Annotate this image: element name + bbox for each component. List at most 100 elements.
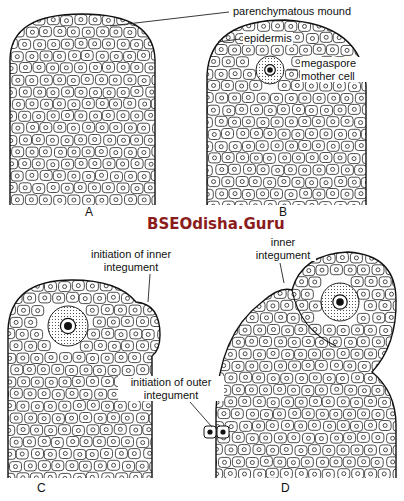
- cell: [103, 39, 115, 49]
- ovule-outline: [207, 20, 366, 205]
- cell-nucleus: [98, 296, 102, 300]
- cell: [107, 292, 119, 302]
- cell: [123, 461, 135, 471]
- cell-nucleus: [156, 30, 160, 34]
- cell-nucleus: [129, 174, 133, 178]
- cell: [336, 253, 348, 263]
- cell: [226, 253, 238, 263]
- cell: [260, 265, 272, 275]
- cell: [74, 473, 86, 483]
- cell: [195, 153, 207, 163]
- cell-nucleus: [199, 156, 203, 160]
- cell: [19, 183, 31, 193]
- cell-nucleus: [15, 368, 19, 372]
- cell: [103, 88, 115, 98]
- cell: [83, 122, 95, 132]
- cell: [86, 305, 98, 315]
- cell: [312, 141, 324, 151]
- cell-nucleus: [3, 150, 7, 154]
- cell: [245, 385, 257, 395]
- cell: [358, 457, 370, 467]
- cell-nucleus: [93, 18, 97, 22]
- cell: [271, 189, 283, 199]
- cell: [240, 301, 252, 311]
- cell: [94, 461, 106, 471]
- cell-nucleus: [265, 316, 269, 320]
- cell-nucleus: [319, 244, 323, 248]
- cell: [54, 122, 66, 132]
- cell: [225, 373, 237, 383]
- cell-nucleus: [389, 364, 393, 368]
- cell-nucleus: [352, 180, 356, 184]
- cell: [394, 349, 404, 359]
- cell: [124, 123, 136, 133]
- cell-nucleus: [244, 304, 248, 308]
- cell: [201, 20, 213, 30]
- cell: [303, 433, 315, 443]
- cell-nucleus: [324, 132, 328, 136]
- cell-nucleus: [250, 316, 254, 320]
- cell-nucleus: [312, 448, 316, 452]
- cell-nucleus: [142, 5, 146, 9]
- cell: [209, 153, 221, 163]
- cell: [124, 3, 136, 13]
- cell: [151, 317, 163, 327]
- cell-nucleus: [35, 357, 39, 361]
- cell-nucleus: [316, 120, 320, 124]
- cell: [341, 165, 353, 175]
- cell: [208, 177, 220, 187]
- cell-nucleus: [1, 78, 5, 82]
- cell-nucleus: [14, 320, 18, 324]
- cell: [322, 397, 334, 407]
- cell: [378, 469, 390, 479]
- cell-nucleus: [304, 191, 308, 195]
- cell: [257, 165, 269, 175]
- cell: [264, 201, 276, 211]
- cell: [110, 3, 122, 13]
- cell: [225, 445, 237, 455]
- cell: [138, 195, 150, 205]
- cell: [117, 159, 129, 169]
- cell: [146, 87, 158, 97]
- cell: [359, 241, 371, 251]
- cell: [273, 409, 285, 419]
- cell: [218, 265, 230, 275]
- cell: [44, 472, 56, 482]
- cell-nucleus: [239, 204, 243, 208]
- cell-nucleus: [147, 428, 151, 432]
- cell-nucleus: [100, 198, 104, 202]
- cell-nucleus: [208, 268, 212, 272]
- cell-nucleus: [362, 389, 366, 393]
- cell-nucleus: [142, 175, 146, 179]
- cell: [102, 183, 114, 193]
- cell: [10, 317, 22, 327]
- cell-nucleus: [94, 66, 98, 70]
- cell: [281, 300, 293, 310]
- cell: [257, 93, 269, 103]
- cell: [20, 15, 32, 25]
- cell: [379, 373, 391, 383]
- cell-nucleus: [222, 340, 226, 344]
- cell-nucleus: [128, 78, 132, 82]
- cell: [17, 353, 29, 363]
- cell-nucleus: [1, 393, 5, 397]
- cell-nucleus: [324, 181, 328, 185]
- cell-nucleus: [155, 53, 159, 57]
- cell: [250, 80, 262, 90]
- cell-nucleus: [227, 109, 231, 113]
- cell-nucleus: [248, 167, 252, 171]
- cell-nucleus: [37, 115, 41, 119]
- cell-nucleus: [125, 319, 129, 323]
- cell: [87, 376, 99, 386]
- cell-nucleus: [250, 461, 254, 465]
- cell: [130, 472, 142, 482]
- cell-nucleus: [2, 6, 6, 10]
- cell: [117, 111, 129, 121]
- cell-nucleus: [106, 380, 110, 384]
- cell-nucleus: [243, 399, 247, 403]
- cell-nucleus: [319, 388, 323, 392]
- cell-nucleus: [355, 352, 359, 356]
- cell: [357, 265, 369, 275]
- cell-nucleus: [243, 472, 247, 476]
- cell-nucleus: [114, 198, 118, 202]
